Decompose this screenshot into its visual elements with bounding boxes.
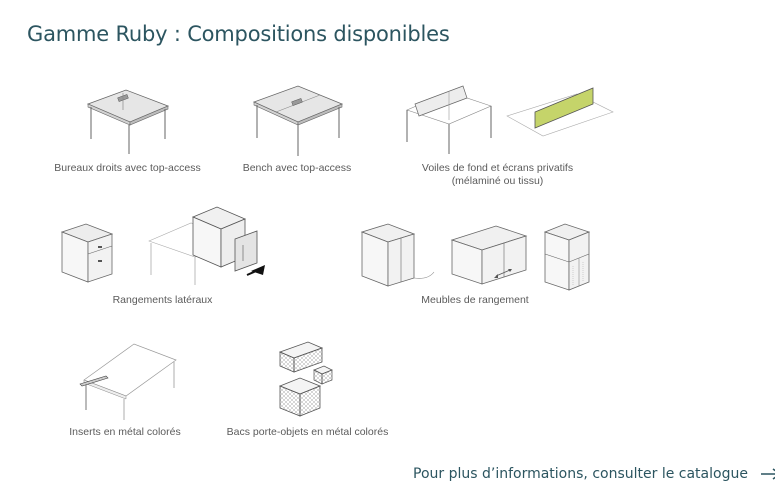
caption-desk-top-access: Bureaux droits avec top-access (54, 162, 201, 174)
tall-cabinet-illustration (543, 222, 591, 292)
modesty-panel-illustration (403, 80, 495, 156)
caption-bench: Bench avec top-access (242, 162, 352, 174)
storage-trays-illustration (276, 340, 338, 420)
caption-side-storage: Rangements latéraux (112, 294, 213, 306)
catalogue-link[interactable]: Pour plus d’informations, consulter le c… (413, 466, 775, 482)
desk-top-access-illustration (78, 84, 178, 156)
caption-storage-trays: Bacs porte-objets en métal colorés (226, 426, 389, 438)
pedestal-illustration (58, 220, 118, 286)
caption-panels-line1: Voiles de fond et écrans privatifs (421, 162, 574, 174)
cabinet-open-door-illustration (358, 222, 438, 288)
sliding-door-cabinet-illustration (448, 224, 530, 288)
catalogue-link-text: Pour plus d’informations, consulter le c… (413, 466, 748, 482)
page-title: Gamme Ruby : Compositions disponibles (27, 22, 450, 46)
caption-storage-units: Meubles de rangement (421, 294, 529, 306)
arrow-right-icon (760, 468, 775, 480)
bench-top-access-illustration (248, 82, 348, 158)
caption-metal-inserts: Inserts en métal colorés (69, 426, 181, 438)
caption-panels-line2: (mélaminé ou tissu) (451, 175, 544, 187)
desk-inserts-illustration (78, 340, 178, 422)
desk-with-storage-illustration (145, 205, 265, 287)
privacy-screen-illustration (505, 82, 615, 142)
